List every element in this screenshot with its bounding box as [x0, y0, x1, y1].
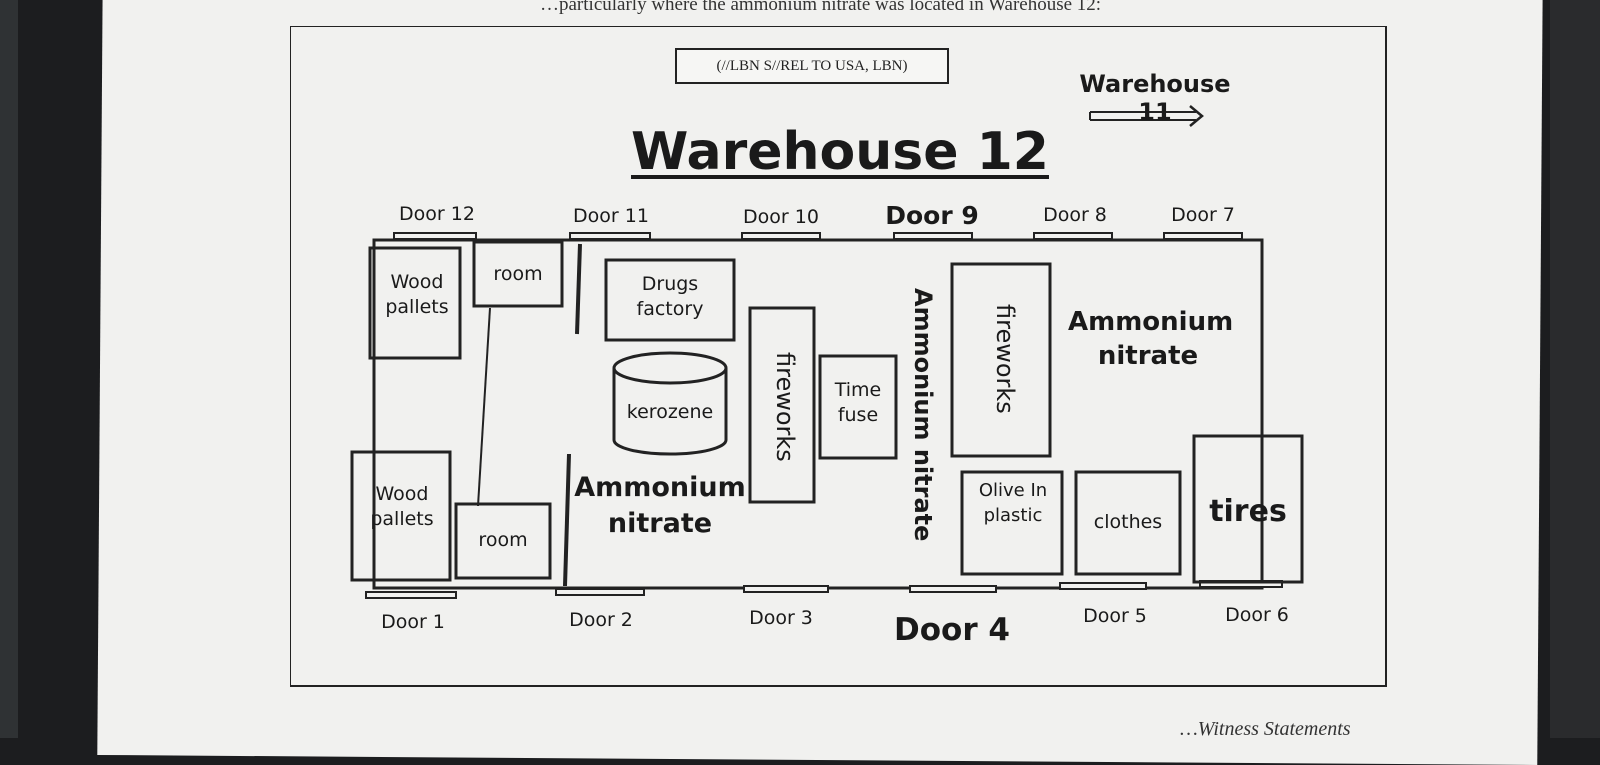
box-tires	[1192, 434, 1304, 584]
warehouse-11-label: Warehouse 11	[1079, 70, 1231, 126]
clothes-label: clothes	[1093, 511, 1163, 533]
box-wood-pallets-top	[368, 246, 462, 360]
door-7-label: Door 7	[1171, 204, 1235, 226]
door-8-label: Door 8	[1043, 204, 1107, 226]
wood-pallets-top-label: Wood pallets	[385, 271, 449, 318]
wood-pallets-bottom-label: Wood pallets	[370, 483, 434, 530]
classification-banner: (//LBN S//REL TO USA, LBN)	[675, 48, 949, 84]
diagram-title: Warehouse 12	[631, 122, 1049, 182]
floor-plan-drawing	[290, 26, 1387, 687]
door-9-label: Door 9	[885, 201, 979, 230]
box-fireworks-left	[748, 306, 816, 504]
box-time-fuse	[818, 354, 898, 460]
fireworks-right-label: fireworks	[991, 304, 1019, 414]
box-room-bottom	[454, 502, 552, 580]
door-marks-top	[393, 232, 1243, 240]
door-10-label: Door 10	[743, 206, 819, 228]
olive-in-plastic-label: Olive In plastic	[978, 480, 1048, 527]
door-4-label: Door 4	[894, 612, 1010, 648]
kerozene-tank-body	[612, 368, 728, 456]
box-room-top	[472, 240, 564, 308]
tires-label: tires	[1209, 494, 1287, 529]
box-fireworks-right	[950, 262, 1052, 458]
box-drugs-factory	[604, 258, 736, 342]
background-left-strip	[0, 0, 18, 738]
box-wood-pallets-bottom	[350, 450, 452, 582]
outer-border	[290, 26, 1387, 687]
ammonium-nitrate-left-label: Ammonium nitrate	[574, 472, 746, 540]
door-5-label: Door 5	[1083, 605, 1147, 627]
background-right-edge	[1550, 0, 1600, 738]
diagram-frame: (//LBN S//REL TO USA, LBN) Warehouse 11 …	[290, 26, 1390, 690]
door-3-label: Door 3	[749, 607, 813, 629]
drugs-factory-label: Drugs factory	[636, 273, 704, 320]
partition-wall-upper	[575, 243, 582, 335]
corridor-line	[477, 307, 491, 507]
partition-wall-lower	[563, 453, 571, 587]
kerozene-label: kerozene	[626, 401, 714, 423]
time-fuse-label: Time fuse	[834, 379, 882, 426]
door-11-label: Door 11	[573, 205, 649, 227]
door-2-label: Door 2	[569, 609, 633, 631]
box-olive-in-plastic	[960, 470, 1064, 576]
arrow-icon	[1189, 105, 1204, 127]
room-top-label: room	[493, 263, 543, 285]
ammonium-nitrate-center-label: Ammonium nitrate	[909, 288, 937, 542]
door-6-label: Door 6	[1225, 604, 1289, 626]
document-footer-text: …Witness Statements	[1180, 718, 1351, 738]
ammonium-nitrate-right-label: Ammonium nitrate	[1068, 307, 1234, 371]
box-clothes	[1074, 470, 1182, 576]
document-header-text: …particularly where the ammonium nitrate…	[540, 0, 1102, 15]
fireworks-left-label: fireworks	[771, 352, 799, 462]
door-1-label: Door 1	[381, 611, 445, 633]
room-bottom-label: room	[478, 529, 528, 551]
door-marks-bottom	[365, 580, 1283, 599]
kerozene-tank-top	[612, 351, 728, 385]
door-12-label: Door 12	[399, 203, 475, 225]
